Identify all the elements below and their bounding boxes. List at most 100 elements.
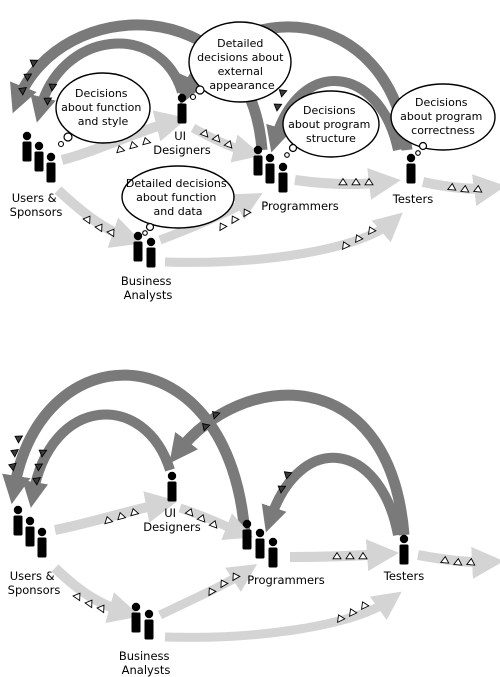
arrow-triangle [358,551,368,560]
arrow-triangle [32,476,41,486]
arrow-triangle [220,579,229,589]
arrow-triangle [345,551,355,560]
bubble-line: external [218,65,263,78]
bubble-line: Detailed [217,37,263,50]
label-line: Sponsors [10,205,63,219]
person-figure [399,534,409,565]
arrow-triangle [439,555,450,564]
feedback-arrow-ui-to-users [30,38,187,123]
arrow-triangle [142,136,152,146]
arrow-users-to-analysts [54,186,144,248]
arrow-triangle [332,551,342,560]
arrow-triangle [243,208,252,218]
arrow-triangle [29,59,39,68]
person-figure [131,602,141,633]
arrow-triangle [341,241,351,250]
arrow-triangle [14,435,24,444]
arrow-analysts-to-testers [164,591,402,642]
arrow-triangle [338,177,348,186]
label-business-analysts: Business Analysts [119,649,173,677]
svg-text:Decisions about progra: Decisions about program correctness [400,96,486,137]
label-line: Analysts [124,288,173,302]
person-figure [25,516,35,547]
feedback-arrow-ui-to-users [22,409,175,508]
person-figure [34,141,44,172]
bubble-line: correctness [411,124,475,137]
arrow-triangle [211,134,221,143]
arrow-triangle [212,411,221,420]
label-users-sponsors: Users & Sponsors [10,191,63,219]
arrow-triangle [278,89,288,98]
label-line: Business [121,274,172,288]
bubble-line: Decisions [75,87,128,100]
bubble-program-correctness: Decisions about program correctness [390,83,496,156]
arrow-decorations [18,41,483,250]
bubble-function-style: Decisions about function and style [55,72,151,148]
svg-text:Detailed decisions abo: Detailed decisions about function and da… [126,177,230,218]
arrow-triangle [38,449,48,458]
arrow-triangle [367,226,377,235]
arrow-triangle [8,462,17,472]
bubble-function-data: Detailed decisions about function and da… [121,165,235,236]
arrow-triangle [232,572,241,582]
label-line: Users & [10,569,55,583]
arrow-triangle [18,86,27,96]
svg-text:Detailed decisions abo: Detailed decisions about external appear… [197,37,287,92]
arrow-triangle [283,471,293,480]
bubble-line: structure [306,132,356,145]
arrow-triangle [84,599,93,609]
bubble-line: decisions about [197,51,284,64]
arrow-triangle [336,614,346,623]
people-figures [13,471,409,640]
arrow-triangle [104,515,114,525]
arrow-triangle [96,604,105,614]
top-diagram: Decisions about function and style Detai… [10,19,500,302]
arrow-triangle [360,601,370,610]
bubble-line: about program [288,118,370,131]
arrow-triangle [196,514,206,523]
arrow-testers-out [421,174,500,206]
person-figure [22,131,32,162]
person-figure [37,527,47,558]
arrow-triangle [10,448,19,458]
bubble-line: Decisions [415,96,468,109]
person-figure [278,162,288,193]
arrow-triangle [82,215,91,225]
person-figure [268,537,278,568]
person-figure [167,471,177,502]
person-figure [265,153,275,184]
arrow-triangle [446,182,457,191]
arrow-analysts-to-programmers [158,564,258,620]
arrow-triangle [354,234,364,243]
label-line: Analysts [122,663,171,677]
arrow-triangle [116,144,126,154]
arrow-triangle [348,608,358,617]
person-figure [242,519,252,550]
label-line: Designers [143,520,201,534]
arrow-triangle [208,520,218,529]
bubble-line: and data [154,205,203,218]
person-figure [146,237,156,268]
person-figure [177,93,187,124]
label-line: UI [174,129,186,143]
arrow-triangle [199,129,209,138]
person-figure [406,153,416,184]
person-figure [133,231,143,262]
arrow-triangle [184,508,194,517]
label-line: Designers [153,143,211,157]
person-figure [144,609,154,640]
label-ui-designers: UI Designers [143,506,201,534]
arrow-triangle [231,215,240,225]
arrow-triangle [277,485,287,494]
bottom-diagram: Users & Sponsors UI Designers Programmer… [2,369,500,677]
label-ui-designers: UI Designers [153,129,211,157]
arrow-analysts-to-testers [164,212,403,267]
arrow-triangle [351,177,361,186]
arrow-ui-to-programmers [190,124,262,163]
bubble-line: Decisions [303,104,356,117]
label-programmers: Programmers [261,199,339,213]
arrow-triangle [273,103,283,112]
arrow-triangle [106,228,115,238]
bubble-line: about function [61,101,141,114]
